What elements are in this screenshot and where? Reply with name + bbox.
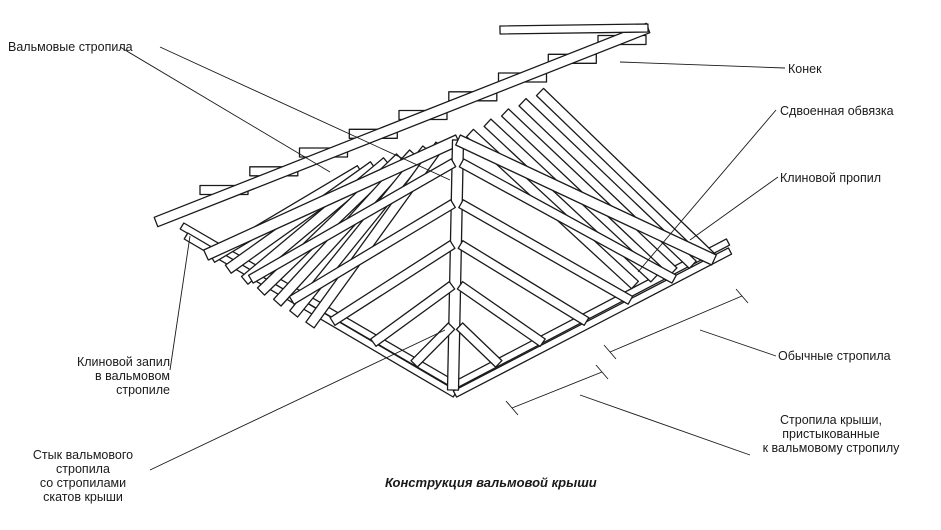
- hip-rafter-right: [455, 134, 717, 266]
- ridge-top-board: [499, 23, 649, 35]
- label-ridge: Конек: [788, 62, 822, 76]
- diagram-caption: Конструкция вальмовой крыши: [385, 475, 597, 490]
- leader-jack-rafters: [579, 394, 751, 456]
- dimension-jack-rafters: [511, 371, 603, 409]
- leader-hip-rafters-1: [119, 46, 331, 173]
- dimension-common-tick-2: [735, 288, 749, 304]
- label-double-plate: Сдвоенная обвязка: [780, 104, 894, 118]
- label-common-rafters: Обычные стропила: [778, 349, 891, 363]
- leader-birdsmouth-hip: [169, 235, 191, 371]
- leader-birdsmouth-cut: [689, 176, 779, 241]
- jack-rafter-right-4: [455, 322, 503, 368]
- label-jack-rafters-line-2: пристыкованные: [782, 427, 880, 441]
- label-hip-rafters: Вальмовые стропила: [8, 40, 133, 54]
- dimension-jack-tick-1: [505, 400, 519, 416]
- label-birdsmouth-hip: Клиновой запил в вальмовом стропиле: [20, 355, 170, 397]
- leader-hip-joint: [149, 329, 446, 471]
- label-hip-joint-line-3: со стропилами: [39, 476, 127, 490]
- label-jack-rafters-line-3: к вальмовому стропилу: [762, 441, 900, 455]
- jack-rafter-right-0: [458, 158, 677, 284]
- label-birdsmouth-hip-line-2: в вальмовом: [95, 369, 170, 383]
- label-birdsmouth-hip-line-1: Клиновой запил: [76, 355, 170, 369]
- label-hip-joint-line-2: стропила: [56, 462, 110, 476]
- label-jack-rafters: Стропила крыши, пристыкованные к вальмов…: [756, 413, 906, 455]
- jack-rafter-left-2: [329, 240, 456, 326]
- label-hip-joint-line-1: Стык вальмового: [32, 448, 134, 462]
- dimension-common-rafters: [609, 295, 743, 353]
- jack-rafter-left-4: [410, 322, 456, 368]
- leader-common-rafters: [699, 329, 777, 357]
- label-hip-joint-line-4: скатов крыши: [43, 490, 123, 504]
- label-birdsmouth-hip-line-3: стропиле: [116, 383, 170, 397]
- label-hip-joint: Стык вальмового стропила со стропилами с…: [18, 448, 148, 504]
- jack-rafter-left-3: [370, 281, 456, 347]
- jack-rafter-left-0: [247, 158, 457, 284]
- label-jack-rafters-line-1: Стропила крыши,: [779, 413, 882, 427]
- dimension-jack-tick-2: [595, 364, 609, 380]
- jack-rafter-right-2: [457, 240, 590, 326]
- leader-hip-rafters-2: [159, 46, 451, 181]
- jack-rafter-right-3: [456, 280, 546, 348]
- hip-rafter-center: [446, 139, 465, 391]
- dimension-common-tick-1: [603, 344, 617, 360]
- wall-plate-right-bottom: [452, 247, 733, 398]
- leader-double-plate: [637, 109, 777, 273]
- leader-ridge: [619, 61, 786, 69]
- jack-rafter-right-1: [458, 199, 634, 305]
- label-birdsmouth-cut: Клиновой пропил: [780, 171, 882, 185]
- jack-rafter-left-1: [288, 199, 456, 305]
- ridge-board: [153, 22, 651, 228]
- common-rafter-right-2: [500, 108, 678, 276]
